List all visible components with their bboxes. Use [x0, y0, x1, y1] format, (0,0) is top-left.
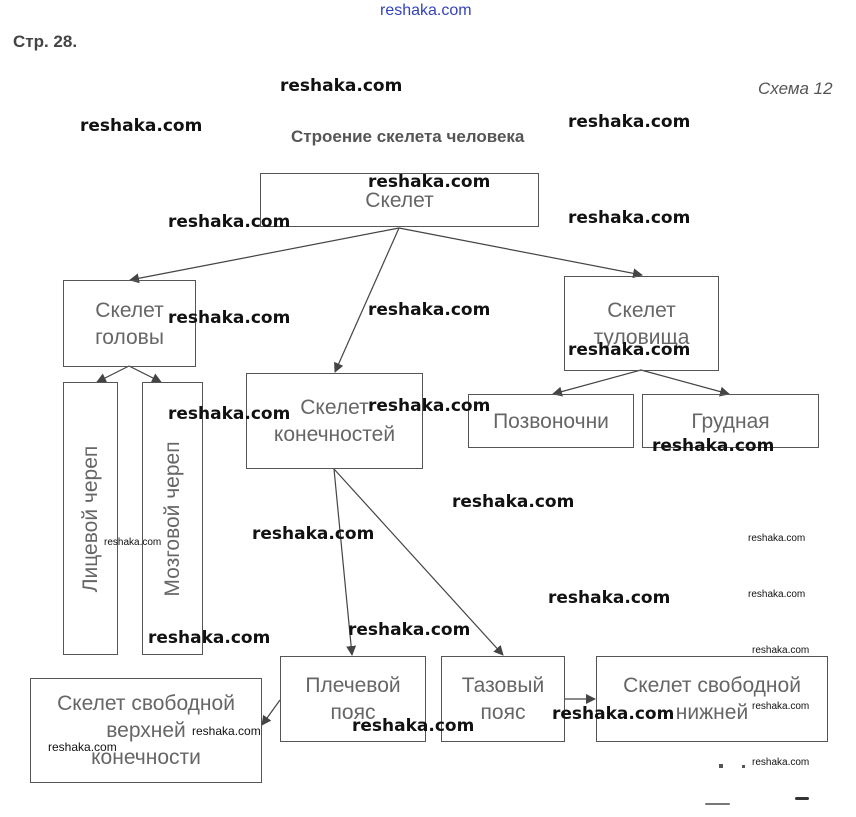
watermark: reshaka.com — [280, 76, 403, 96]
node-free-lower-limb: Скелет свободной нижней — [596, 656, 828, 742]
node-brain-skull: Мозговой череп — [142, 382, 203, 655]
node-label-line: пояс — [480, 701, 526, 724]
watermark: reshaka.com — [168, 308, 291, 328]
watermark-small: reshaka.com — [104, 537, 162, 548]
node-label-line: головы — [95, 325, 164, 349]
stray-mark — [719, 764, 723, 768]
page-label: Стр. 28. — [13, 32, 78, 51]
node-facial-skull: Лицевой череп — [63, 382, 118, 655]
watermark: reshaka.com — [368, 300, 491, 320]
watermark: reshaka.com — [368, 396, 491, 416]
node-limbs-skeleton: Скелет конечностей — [246, 373, 423, 469]
edge-root-trunk — [398, 227, 643, 279]
watermark: reshaka.com — [148, 628, 271, 648]
node-spine-label: Позвоночни — [493, 409, 609, 433]
watermark: reshaka.com — [452, 492, 575, 512]
node-label-line: пояс — [330, 701, 376, 724]
node-skeleton-label: Скелет — [365, 188, 434, 212]
edge-trunk-chest — [640, 369, 730, 397]
edge-shoulder-upper — [261, 699, 281, 726]
node-label-line: верхней — [106, 719, 186, 742]
node-skeleton: Скелет — [260, 173, 539, 227]
watermark-small: reshaka.com — [192, 724, 261, 738]
watermark: reshaka.com — [568, 208, 691, 228]
edge-head-brain — [128, 365, 162, 383]
node-trunk-skeleton: Скелет туловища — [564, 276, 719, 371]
node-label-line: Скелет свободной — [57, 692, 235, 715]
stray-mark — [742, 765, 745, 768]
watermark: reshaka.com — [252, 524, 375, 544]
node-label-line: Скелет — [300, 396, 369, 419]
watermark-small: reshaka.com — [752, 645, 810, 656]
node-label-line: конечности — [91, 746, 201, 769]
node-label-line: Скелет — [607, 298, 676, 322]
watermark-small: reshaka.com — [48, 740, 117, 754]
watermark-small: reshaka.com — [748, 533, 806, 544]
watermark: reshaka.com — [80, 116, 203, 136]
watermark: reshaka.com — [348, 620, 471, 640]
watermark: reshaka.com — [552, 704, 675, 724]
node-pelvic-girdle: Тазовый пояс — [441, 656, 565, 742]
node-label-line: Плечевой — [305, 674, 401, 697]
node-label-line: Тазовый — [461, 674, 545, 697]
watermark: reshaka.com — [652, 436, 775, 456]
node-shoulder-girdle: Плечевой пояс — [280, 656, 426, 742]
edge-root-limbs — [334, 227, 400, 373]
watermark: reshaka.com — [568, 112, 691, 132]
watermark: reshaka.com — [568, 340, 691, 360]
watermark-small: reshaka.com — [752, 757, 810, 768]
node-label-line: Скелет — [95, 298, 164, 322]
edge-root-head — [129, 227, 400, 284]
node-facial-skull-label: Лицевой череп — [78, 445, 102, 592]
stray-mark — [705, 803, 730, 805]
watermark-small: reshaka.com — [752, 701, 810, 712]
watermark: reshaka.com — [168, 212, 291, 232]
diagram-title: Строение скелета человека — [291, 127, 525, 146]
node-head-skeleton: Скелет головы — [63, 280, 196, 367]
watermark: reshaka.com — [352, 716, 475, 736]
watermark: reshaka.com — [368, 172, 491, 192]
watermark: reshaka.com — [548, 588, 671, 608]
edge-limbs-pelvic — [333, 468, 504, 656]
node-label-line: конечностей — [273, 423, 396, 446]
edge-limbs-shoulder — [333, 468, 357, 656]
node-label-line: Скелет свободной — [623, 674, 801, 697]
node-brain-skull-label: Мозговой череп — [160, 440, 184, 597]
node-free-upper-limb: Скелет свободной верхней конечности — [30, 678, 262, 783]
node-label-line: туловища — [593, 325, 690, 349]
edge-trunk-spine — [552, 369, 642, 397]
node-chest-label: Грудная — [691, 409, 770, 433]
stray-mark — [795, 797, 809, 800]
site-watermark-top[interactable]: reshaka.com — [380, 2, 472, 19]
watermark: reshaka.com — [168, 404, 291, 424]
watermark-small: reshaka.com — [748, 589, 806, 600]
node-spine: Позвоночни — [468, 394, 634, 448]
node-chest: Грудная — [642, 394, 819, 448]
scheme-label: Схема 12 — [758, 79, 833, 98]
node-label-line: нижней — [675, 701, 749, 724]
edge-head-facial — [96, 365, 130, 383]
